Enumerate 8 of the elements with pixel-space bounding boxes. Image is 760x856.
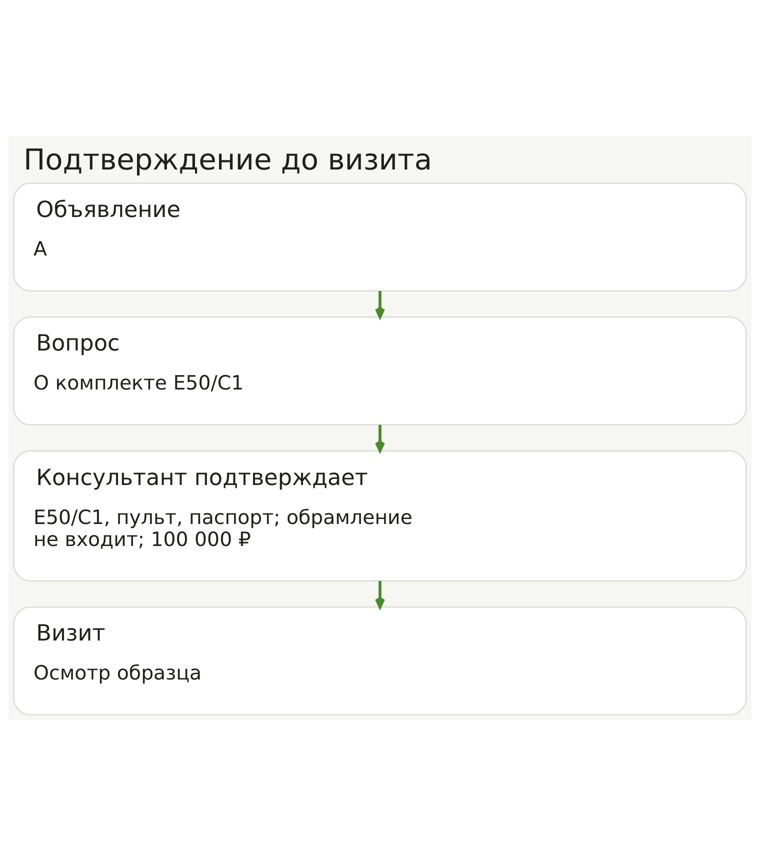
arrow <box>375 291 385 318</box>
node-box: Визит Осмотр образца <box>13 606 747 716</box>
arrow <box>375 580 385 609</box>
node-box: Вопрос О комплекте E50/C1 <box>13 316 747 426</box>
node-box: Объявление A <box>13 182 747 292</box>
node-box: Консультант подтверждает E50/C1, пульт, паспорт; обрамление не входит; 100 000 ₽ <box>13 450 747 582</box>
arrow <box>375 424 385 452</box>
diagram-title: Подтверждение до визита <box>23 142 432 177</box>
